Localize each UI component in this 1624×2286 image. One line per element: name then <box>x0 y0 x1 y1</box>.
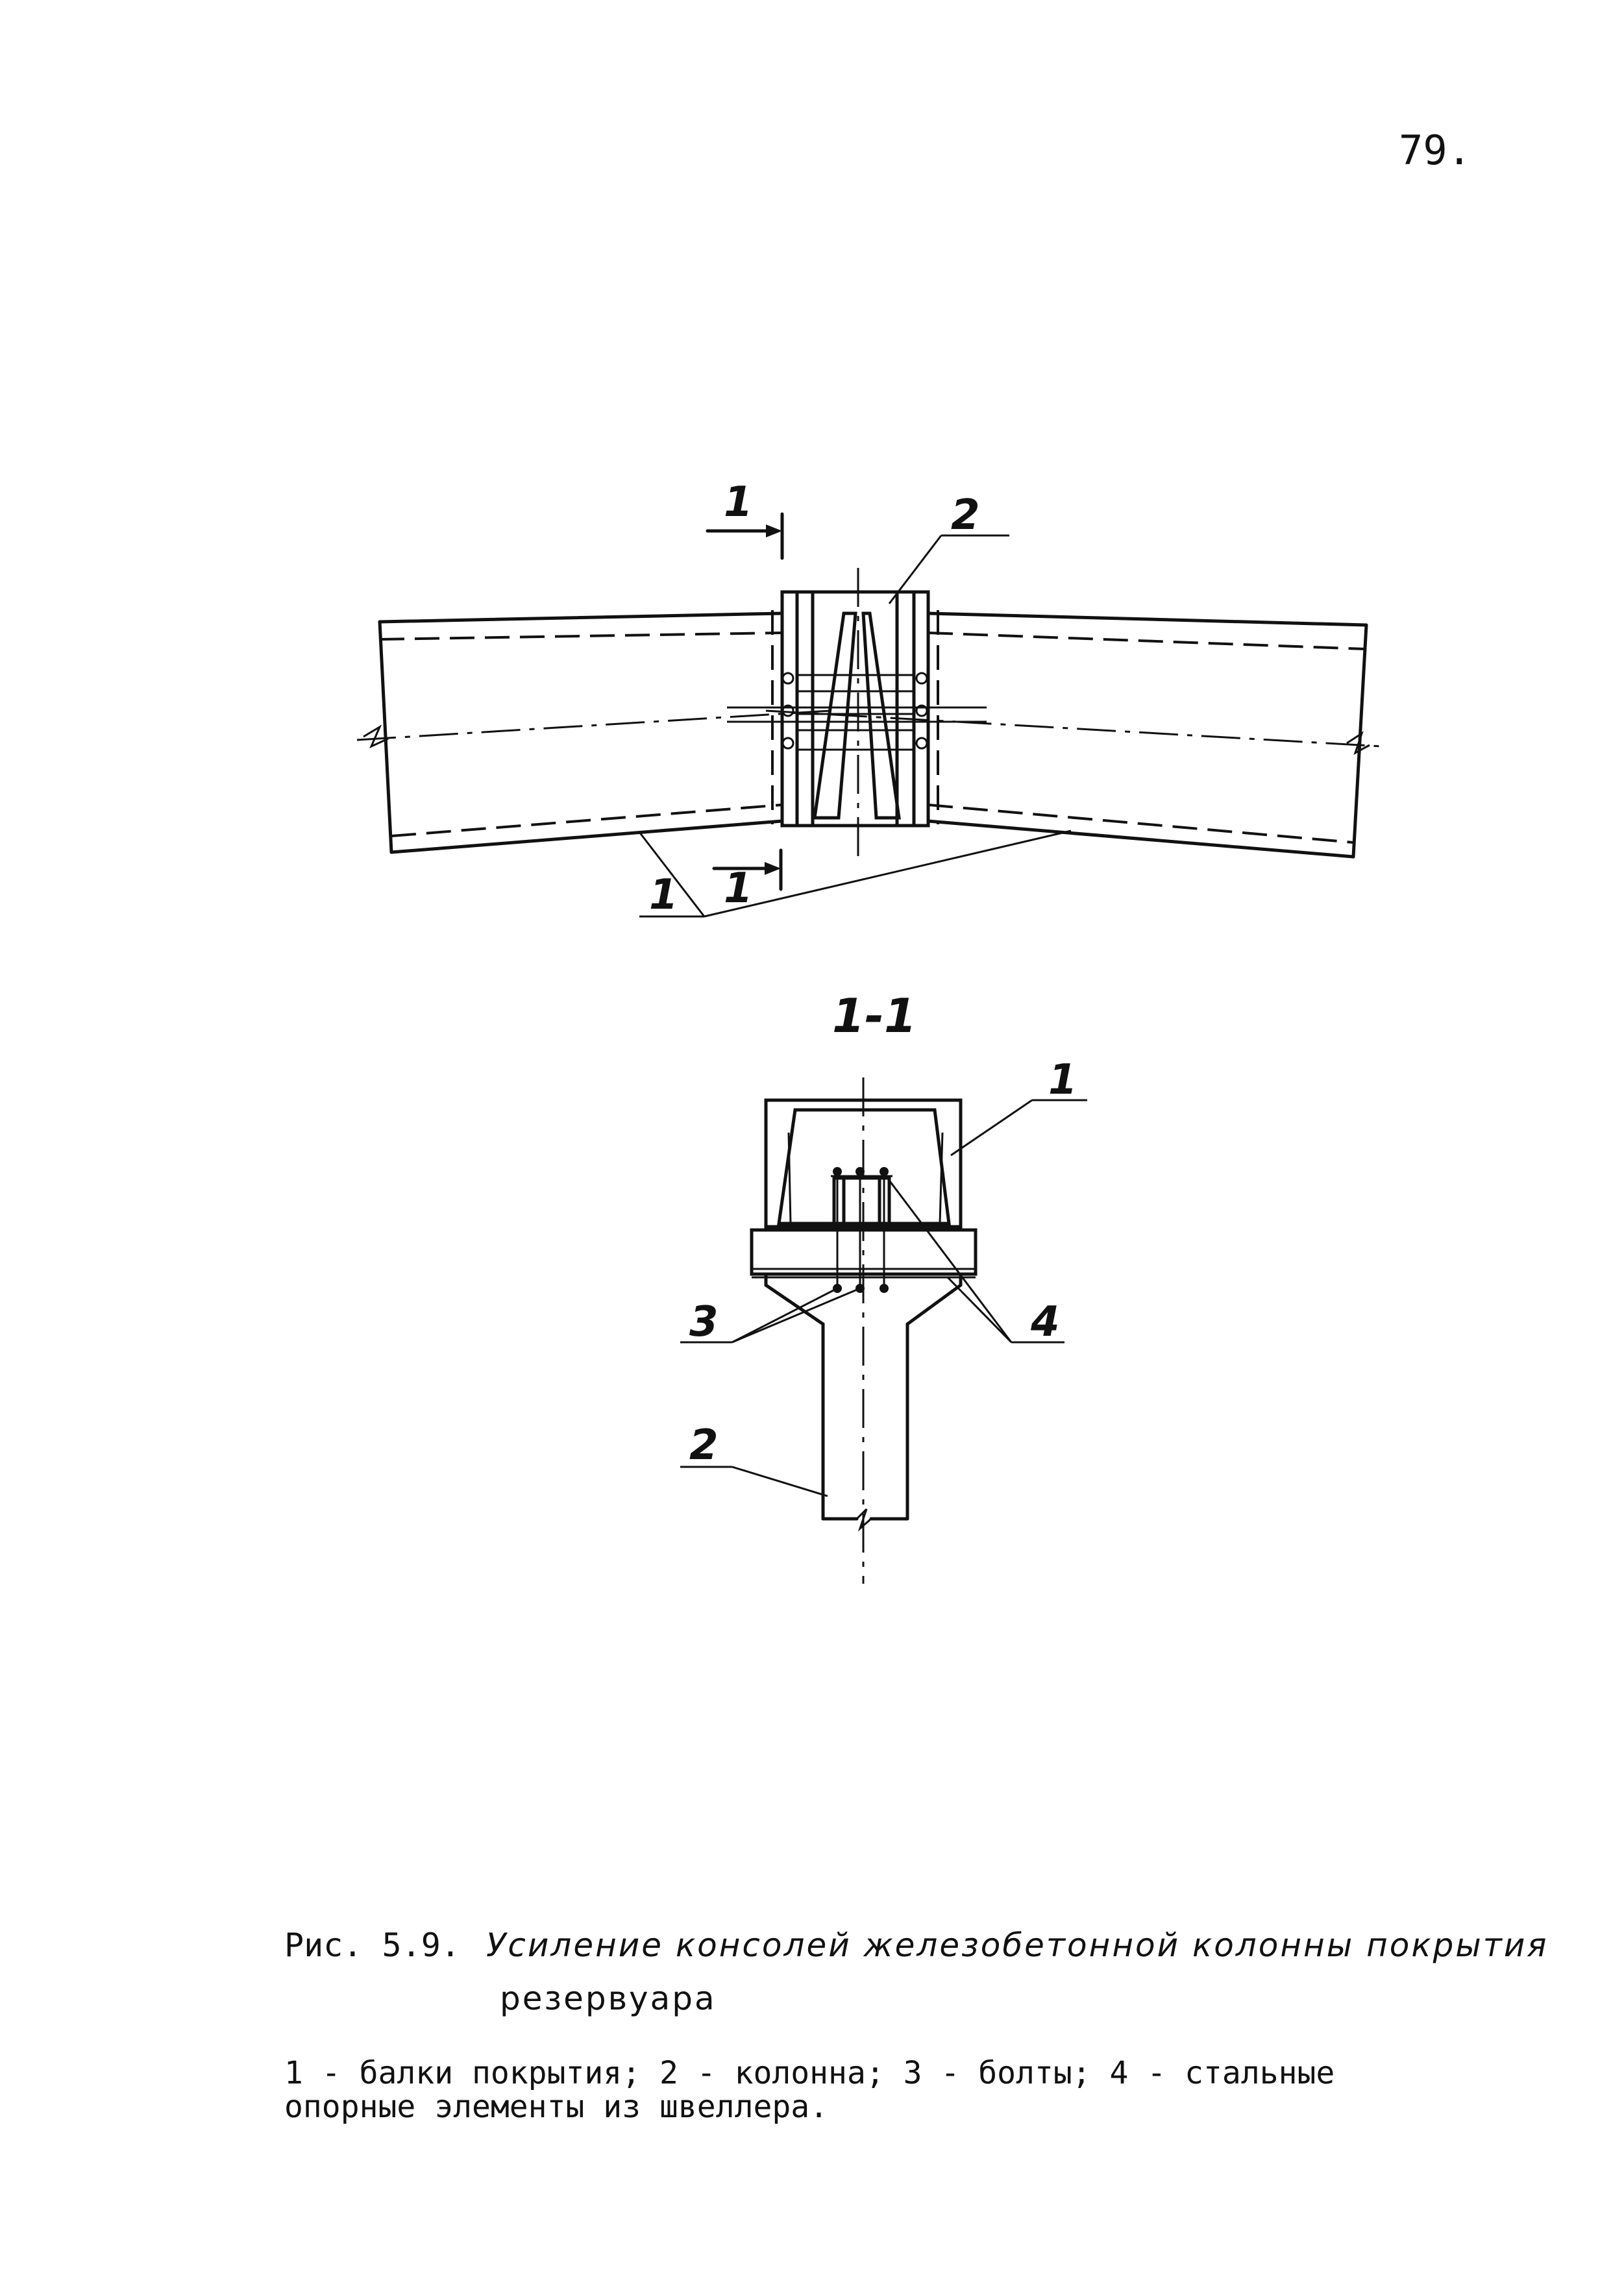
section-beam-label: 1 <box>1048 1056 1077 1104</box>
plan-column-label: 2 <box>951 491 980 539</box>
plan-section-label-top: 1 <box>724 478 753 526</box>
column-head-plan <box>727 590 987 828</box>
section-channels-label: 4 <box>1030 1298 1060 1346</box>
plan-view: 1 1 2 1 <box>356 478 1383 919</box>
plan-section-label-bottom: 1 <box>724 865 753 913</box>
left-beam <box>363 611 784 854</box>
section-marker-top: 1 <box>706 478 784 560</box>
plan-column-callout: 2 <box>888 491 1009 604</box>
figure-title-line-1: Усиление консолей железобетонной колонны… <box>486 1926 1549 1964</box>
left-beam-axis <box>356 709 831 741</box>
section-bolts-callout: 3 <box>680 1287 861 1346</box>
plan-beams-label: 1 <box>649 871 678 919</box>
section-view: 1 3 4 2 <box>680 1056 1087 1584</box>
figure-legend-line-2: опорные элементы из швеллера. <box>284 2089 829 2125</box>
figure-label: Рис. 5.9. <box>284 1926 460 1964</box>
section-bolts-label: 3 <box>689 1298 719 1346</box>
section-title: 1-1 <box>832 989 917 1043</box>
beam-cross-section <box>764 1098 963 1229</box>
section-channels-callout: 4 <box>885 1175 1064 1346</box>
figure-legend-line-1: 1 - балки покрытия; 2 - колонна; 3 - бол… <box>284 2055 1335 2091</box>
section-column-callout: 2 <box>680 1421 828 1497</box>
column-section <box>750 1228 978 1532</box>
plan-beams-callout: 1 <box>638 830 1072 919</box>
section-column-label: 2 <box>689 1421 719 1469</box>
figure-title-line-2: резервуара <box>500 1980 717 2017</box>
right-beam <box>926 611 1370 859</box>
figure-caption: Рис. 5.9. Усиление консолей железобетонно… <box>284 1926 1549 1964</box>
right-beam-axis <box>765 709 1383 748</box>
page-number: 79. <box>1399 127 1471 174</box>
section-beam-callout: 1 <box>950 1056 1087 1157</box>
section-marker-bottom: 1 <box>712 848 783 913</box>
